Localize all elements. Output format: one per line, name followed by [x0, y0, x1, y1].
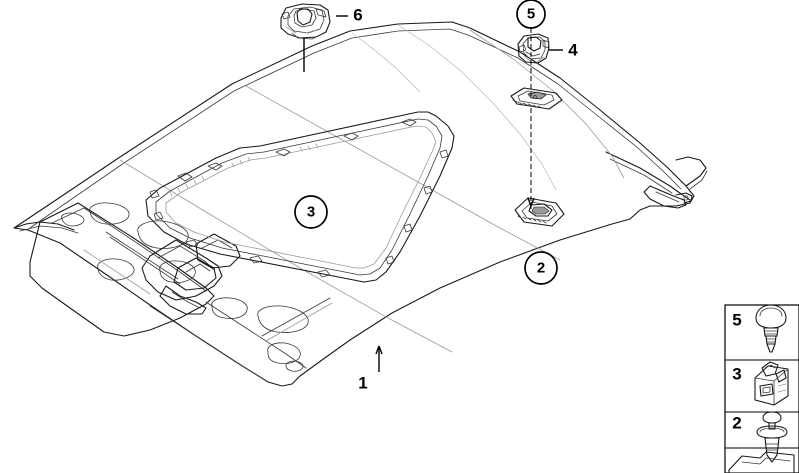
legend-row-3: 3	[732, 361, 789, 406]
callout-4: 4	[568, 41, 578, 60]
callout-4-number: 4	[568, 41, 578, 60]
parts-legend: 5 3	[724, 304, 799, 473]
screw-round-head-icon	[755, 304, 787, 353]
callout-6: 6	[353, 6, 362, 25]
callout-3: 3	[294, 195, 328, 229]
callout-5-number: 5	[527, 6, 535, 23]
legend-number-3: 3	[732, 365, 741, 384]
grab-handle-bracket	[280, 3, 331, 40]
front-panel-detail	[29, 202, 215, 337]
mounting-point-lower	[514, 197, 565, 227]
callout-1: 1	[358, 374, 367, 393]
spring-clip-bracket-icon	[754, 361, 789, 406]
callout-3-number: 3	[307, 204, 315, 221]
roof-headliner	[13, 21, 708, 387]
legend-number-5: 5	[732, 311, 741, 330]
callout-2-number: 2	[537, 260, 545, 277]
callout-6-number: 6	[353, 6, 362, 25]
callout-2: 2	[524, 251, 558, 285]
callout-5: 5	[516, 0, 546, 29]
rear-panel-detail	[149, 297, 333, 383]
mounting-point-upper	[510, 87, 563, 110]
legend-row-panel	[728, 451, 795, 473]
interior-light-mechanism	[141, 233, 241, 315]
rear-pillar-trim	[605, 151, 693, 209]
legend-row-5: 5	[732, 304, 787, 353]
sunroof-opening	[145, 111, 455, 283]
retainer-clip	[517, 33, 550, 64]
sunroof-frame-clips	[149, 118, 449, 278]
callout-1-number: 1	[358, 374, 367, 393]
legend-number-2: 2	[732, 414, 741, 433]
